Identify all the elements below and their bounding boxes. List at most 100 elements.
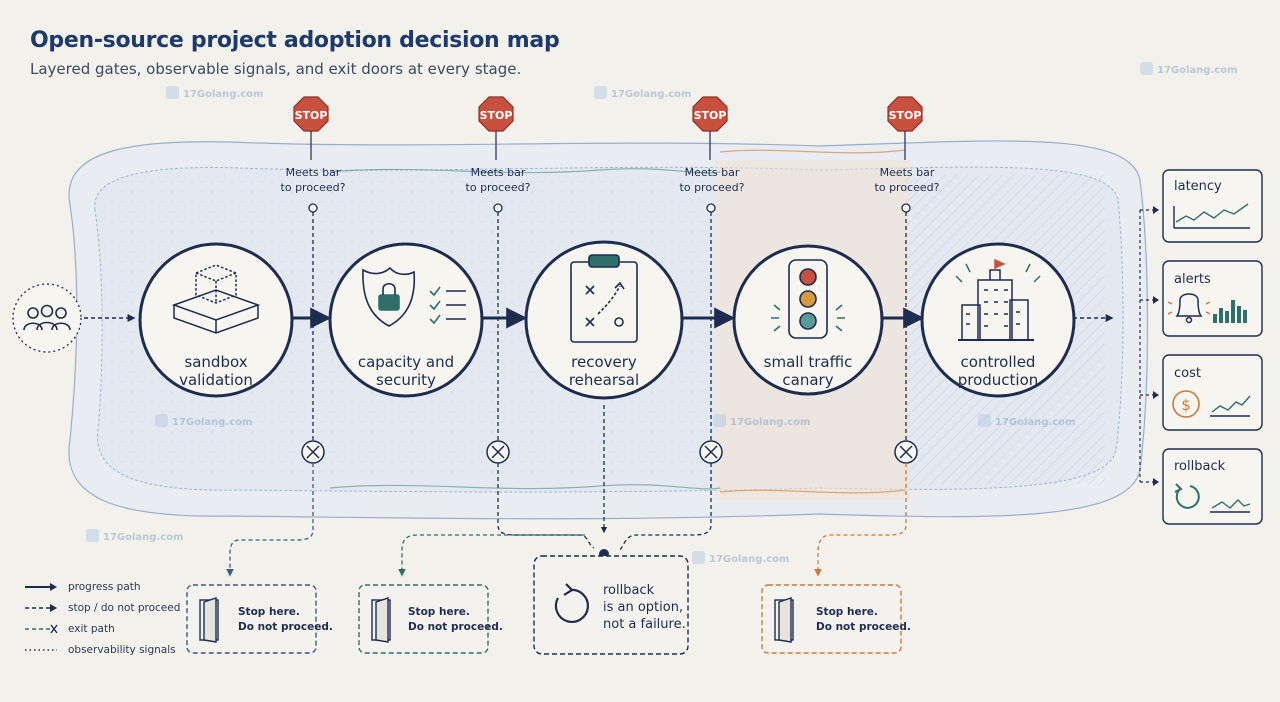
gate-1-sign: STOP: [295, 109, 328, 122]
teal-wave-bottom: [329, 484, 721, 490]
dotted-line-icon: [25, 648, 57, 651]
watermark-7: 17Golang.com: [86, 529, 183, 543]
signal-latency-label: latency: [1174, 179, 1222, 194]
stage-2-line2: security: [376, 371, 436, 389]
gate-4: STOP Meets bar to proceed?: [814, 96, 940, 577]
bar-chart-icon: [1213, 300, 1247, 323]
rollback-arrow-icon: [1174, 483, 1200, 509]
rollback-box-line2: is an option,: [603, 600, 683, 615]
traffic-light-icon: [771, 259, 845, 339]
gate-4-q2: to proceed?: [875, 181, 940, 194]
legend-label: observability signals: [68, 643, 176, 656]
start-circle: [12, 283, 82, 353]
line-chart-icon: [1173, 203, 1250, 229]
legend-label: progress path: [68, 580, 141, 593]
dashed-arrow-icon: [25, 603, 57, 612]
stage-capacity-security: capacity and security: [328, 242, 484, 398]
exit-boxes: Stop here. Do not proceed. Stop here. Do…: [186, 555, 911, 655]
signal-cost-label: cost: [1174, 366, 1201, 381]
gate-3: STOP Meets bar to proceed?: [619, 96, 745, 551]
watermark-5: 17Golang.com: [713, 414, 810, 428]
signal-cost-card: cost $: [1162, 354, 1263, 431]
legend-stop: stop / do not proceed: [24, 597, 204, 618]
stage-4-line1: small traffic: [764, 353, 853, 371]
clipboard-plan-icon: [570, 254, 638, 343]
watermark-6: 17Golang.com: [978, 414, 1075, 428]
stage-5-line1: controlled: [961, 353, 1036, 371]
stage-3-line2: rehearsal: [569, 371, 639, 389]
svg-text:17Golang.com: 17Golang.com: [103, 532, 183, 543]
page-subtitle: Layered gates, observable signals, and e…: [30, 60, 522, 78]
cost-trend-icon: [1210, 395, 1251, 417]
svg-text:17Golang.com: 17Golang.com: [730, 417, 810, 428]
stage-2-line1: capacity and: [358, 353, 454, 371]
gate-2: STOP Meets bar to proceed?: [398, 96, 595, 577]
watermarks: 17Golang.com 17Golang.com 17Golang.com 1…: [86, 62, 1237, 565]
rollback-arrow-icon: [554, 583, 590, 623]
signal-latency-card: latency: [1162, 169, 1263, 243]
signal-rollback-card: rollback: [1162, 448, 1263, 525]
bell-icon: [1167, 293, 1211, 324]
stage-sandbox-validation: sandbox validation: [138, 242, 294, 398]
gate-3-q2: to proceed?: [680, 181, 745, 194]
signal-alerts-label: alerts: [1174, 272, 1211, 287]
signal-alerts-card: alerts: [1162, 260, 1263, 337]
svg-text:17Golang.com: 17Golang.com: [183, 89, 263, 100]
stage-recovery-rehearsal: recovery rehearsal: [524, 240, 684, 400]
legend-progress-path: progress path: [24, 576, 204, 597]
shield-lock-icon: [362, 266, 416, 327]
teal-wave-top: [329, 168, 721, 174]
city-buildings-icon: [955, 258, 1041, 341]
stage-controlled-production: controlled production: [920, 242, 1076, 398]
watermark-8: 17Golang.com: [692, 551, 789, 565]
watermark-3: 17Golang.com: [1140, 62, 1237, 76]
svg-text:17Golang.com: 17Golang.com: [709, 554, 789, 565]
stop-sign-icon: [692, 96, 728, 132]
watermark-2: 17Golang.com: [594, 86, 691, 100]
gate-2-q2: to proceed?: [466, 181, 531, 194]
door-icon: [774, 597, 794, 643]
stage-1-line1: sandbox: [184, 353, 247, 371]
stage-4-line2: canary: [782, 371, 833, 389]
exit-3-line2: Do not proceed.: [816, 621, 911, 633]
gate-3-q1: Meets bar: [685, 166, 740, 179]
gates: STOP Meets bar to proceed? STOP Meets ba…: [226, 96, 940, 577]
gate-3-sign: STOP: [694, 109, 727, 122]
watermark-4: 17Golang.com: [155, 414, 252, 428]
gate-1-q1: Meets bar: [286, 166, 341, 179]
sandbox-cube-icon: [171, 264, 261, 334]
observability-signals: latency alerts: [1139, 169, 1263, 525]
stop-sign-icon: [478, 96, 514, 132]
exit-1-line1: Stop here.: [238, 606, 300, 618]
rollback-trend-icon: [1210, 499, 1251, 513]
stop-sign-icon: [293, 96, 329, 132]
stage-small-traffic-canary: small traffic canary: [732, 244, 884, 396]
checklist-icon: [429, 286, 466, 325]
gate-1-q2: to proceed?: [281, 181, 346, 194]
watermark-1: 17Golang.com: [166, 86, 263, 100]
gate-2-q1: Meets bar: [471, 166, 526, 179]
legend-observability: observability signals: [24, 639, 204, 660]
svg-text:$: $: [1181, 396, 1191, 414]
svg-text:17Golang.com: 17Golang.com: [611, 89, 691, 100]
rollback-box-line1: rollback: [603, 583, 655, 598]
exit-3-line1: Stop here.: [816, 606, 878, 618]
dashed-x-icon: [25, 624, 58, 633]
page-title: Open-source project adoption decision ma…: [30, 28, 560, 53]
signals-branch: [1139, 209, 1158, 483]
exit-2-line1: Stop here.: [408, 606, 470, 618]
svg-text:17Golang.com: 17Golang.com: [172, 417, 252, 428]
signal-rollback-label: rollback: [1174, 459, 1226, 474]
legend-exit-path: exit path: [24, 618, 204, 639]
stage-1-line2: validation: [179, 371, 253, 389]
gate-4-q1: Meets bar: [880, 166, 935, 179]
orange-wave-top: [719, 149, 906, 154]
legend-label: stop / do not proceed: [68, 601, 181, 614]
exit-1-line2: Do not proceed.: [238, 621, 333, 633]
legend-label: exit path: [68, 622, 115, 635]
legend: progress path stop / do not proceed exit…: [24, 576, 204, 660]
exit-box-1: Stop here. Do not proceed.: [186, 584, 333, 654]
orange-wave-bottom: [719, 489, 906, 494]
solid-arrow-icon: [25, 582, 57, 591]
exit-box-2: Stop here. Do not proceed.: [358, 584, 503, 654]
